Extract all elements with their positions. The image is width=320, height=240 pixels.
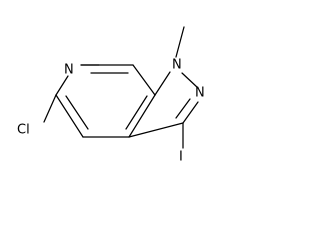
bond-methyl: [175, 26, 185, 58]
bond-ring-n2-c3: [182, 101, 199, 124]
atom-iodine: I: [179, 150, 183, 165]
atom-pyridine-nitrogen: N: [64, 63, 74, 78]
bond-double-inner-left: [65, 95, 89, 130]
bond-ring-c7a-c7: [132, 64, 156, 96]
bond-ring-c5-c4: [55, 94, 84, 138]
bond-ring-n-pyridine-c5: [55, 75, 69, 96]
atom-n2-nitrogen: N: [195, 86, 205, 101]
atom-labels: N N N Cl I: [17, 58, 205, 165]
bond-ring-c7a-n1: [154, 71, 171, 96]
bond-ring-c3a-c7a: [128, 94, 156, 138]
bond-double-inner-right: [125, 95, 148, 130]
bond-ring-n1-n2: [181, 72, 199, 89]
chemical-structure: N N N Cl I: [17, 26, 205, 165]
bond-ring-c3-c3a: [128, 122, 184, 138]
bond-c5-chlorine: [43, 94, 57, 123]
bond-double-inner-pyrazole: [175, 98, 191, 119]
atom-n1-nitrogen: N: [172, 58, 182, 73]
bonds: [43, 26, 199, 149]
atom-chlorine: Cl: [17, 123, 30, 138]
